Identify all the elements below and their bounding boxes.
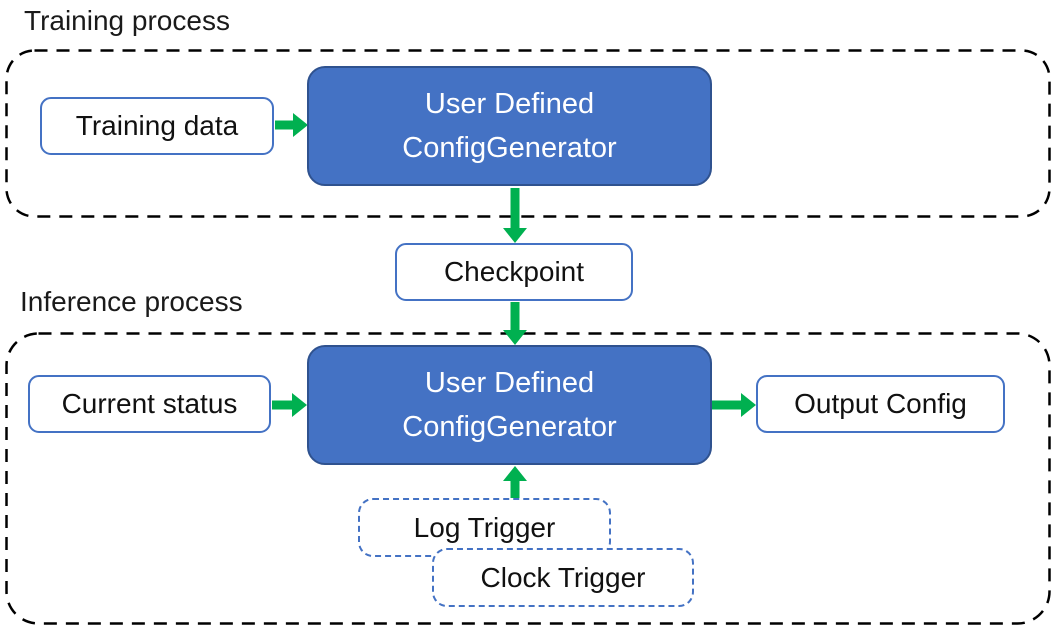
training-container-border: [5, 49, 1051, 218]
log-trigger-label: Log Trigger: [413, 511, 556, 543]
output-config-label: Output Config: [794, 388, 967, 419]
training-generator-line2: ConfigGenerator: [402, 132, 617, 164]
arrow-shaft: [510, 479, 519, 498]
arrow-head: [293, 112, 308, 137]
arrow-head: [502, 228, 527, 243]
arrow-shaft: [510, 188, 519, 230]
arrow-shaft: [510, 302, 519, 332]
arrow-shaft: [275, 120, 294, 129]
training-data-box: Training data: [40, 97, 274, 155]
training-generator-box: User Defined ConfigGenerator: [307, 66, 712, 186]
arrow-current-status-to-generator: [272, 392, 307, 417]
arrow-triggers-to-generator: [502, 466, 527, 498]
arrow-checkpoint-to-inference-generator: [502, 302, 527, 345]
inference-process-title: Inference process: [20, 286, 243, 317]
current-status-box: Current status: [28, 375, 271, 433]
inference-generator-box: User Defined ConfigGenerator: [307, 345, 712, 465]
arrow-training-data-to-generator: [275, 112, 308, 137]
clock-trigger-label: Clock Trigger: [480, 561, 646, 593]
arrow-shaft: [712, 400, 742, 409]
arrow-generator-to-checkpoint: [502, 188, 527, 243]
clock-trigger-box: Clock Trigger: [432, 548, 694, 607]
checkpoint-label: Checkpoint: [443, 256, 585, 287]
arrow-head: [502, 330, 527, 345]
arrow-head: [502, 466, 527, 481]
arrow-generator-to-output-config: [712, 392, 756, 417]
inference-generator-line1: User Defined: [424, 367, 595, 399]
arrow-head: [292, 392, 307, 417]
output-config-box: Output Config: [756, 375, 1005, 433]
training-process-title: Training process: [24, 5, 230, 36]
arrow-shaft: [272, 400, 293, 409]
current-status-label: Current status: [61, 388, 238, 419]
training-generator-line1: User Defined: [424, 88, 595, 120]
arrow-head: [741, 392, 756, 417]
training-data-label: Training data: [75, 110, 239, 141]
inference-generator-line2: ConfigGenerator: [402, 411, 617, 443]
checkpoint-box: Checkpoint: [395, 243, 633, 301]
inference-container-border: [5, 332, 1051, 625]
